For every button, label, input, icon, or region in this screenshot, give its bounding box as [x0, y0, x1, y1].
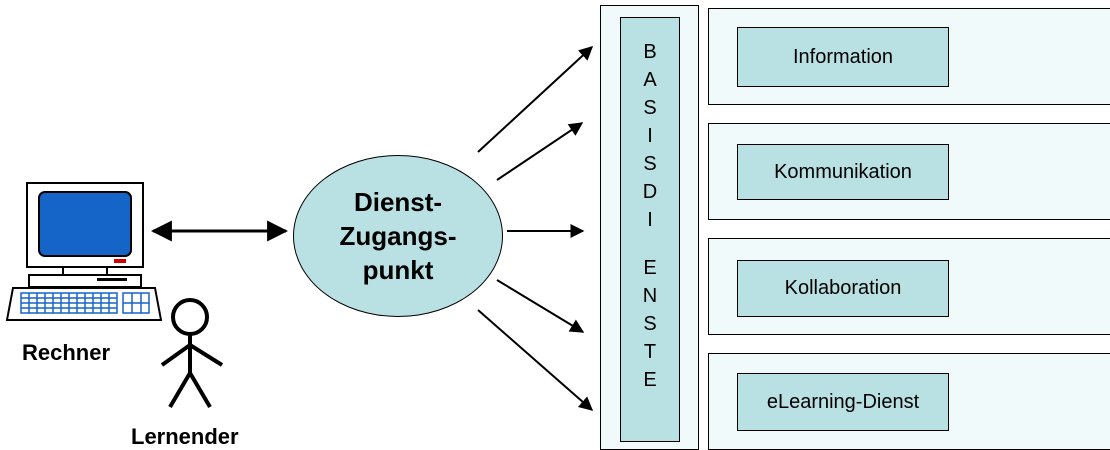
basis-letter: N — [642, 285, 658, 307]
basis-letter: S — [643, 313, 657, 335]
basis-letter: T — [643, 341, 657, 363]
service-row-information: Information — [708, 8, 1110, 105]
basis-letter: B — [643, 41, 657, 63]
access-point-line-3: punkt — [362, 255, 434, 285]
service-box-elearning: eLearning-Dienst — [737, 373, 949, 431]
basis-letter: S — [643, 97, 657, 119]
service-row-kommunikation: Kommunikation — [708, 123, 1110, 220]
service-box-information: Information — [737, 27, 949, 87]
service-row-elearning: eLearning-Dienst — [708, 353, 1110, 450]
service-box-kollaboration: Kollaboration — [737, 260, 949, 317]
access-point-line-1: Dienst- — [353, 187, 443, 217]
basis-letter: I — [647, 209, 653, 231]
service-row-kollaboration: Kollaboration — [708, 238, 1110, 335]
learner-label: Lernender — [131, 424, 239, 449]
person-icon — [160, 298, 224, 409]
basis-letter: S — [643, 153, 657, 175]
basis-letter: D — [642, 181, 658, 203]
arrow-5 — [477, 309, 594, 411]
basis-services-bar: B A S I S D I E N S T E — [620, 17, 680, 442]
service-box-kommunikation: Kommunikation — [737, 144, 949, 200]
basis-letter: A — [643, 69, 657, 91]
arrow-1 — [477, 46, 594, 153]
computer-label: Rechner — [22, 340, 111, 365]
access-point-line-2: Zugangs- — [339, 221, 457, 251]
arrow-4 — [496, 279, 585, 333]
basis-letter: E — [643, 257, 657, 279]
basis-letter: E — [643, 369, 657, 391]
access-point-node: Dienst- Zugangs- punkt — [293, 155, 503, 317]
basis-letter: I — [647, 125, 653, 147]
arrow-2 — [496, 122, 584, 181]
computer-icon — [5, 182, 163, 321]
